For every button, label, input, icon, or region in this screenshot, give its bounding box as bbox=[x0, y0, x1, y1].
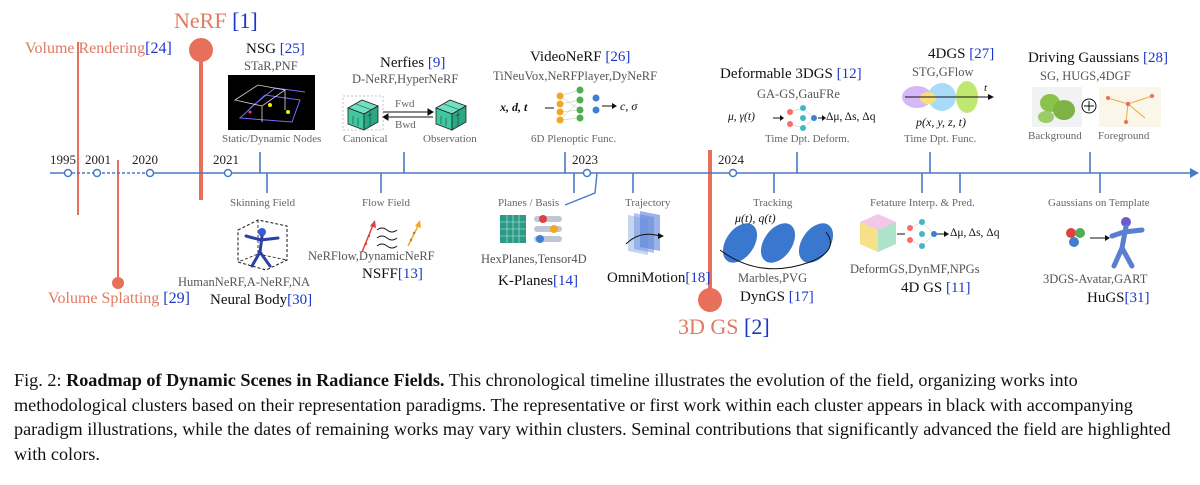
deformable-works: GA-GS,GauFRe bbox=[757, 87, 840, 101]
year-marker-2021 bbox=[223, 168, 233, 178]
nsff-works: NeRFlow,DynamicNeRF bbox=[308, 249, 435, 263]
plenoptic-input: x, d, t bbox=[500, 100, 528, 114]
deform-formula: μ, γ(t) bbox=[728, 111, 755, 123]
nerfies-box-left bbox=[342, 95, 384, 131]
caption-title: Roadmap of Dynamic Scenes in Radiance Fi… bbox=[66, 370, 445, 390]
year-label-2023: 2023 bbox=[572, 152, 598, 167]
canonical-cube bbox=[347, 99, 379, 131]
dgs4-formula: p(x, y, z, t) bbox=[916, 115, 966, 129]
bwd-label: Bwd bbox=[395, 119, 416, 131]
year-marker-1995 bbox=[63, 168, 73, 178]
nerf-label: NeRF [1] bbox=[174, 8, 258, 33]
nsff-title: NSFF[13] bbox=[362, 266, 423, 282]
gs3d-label: 3D GS [2] bbox=[678, 314, 770, 339]
year-marker-2024 bbox=[728, 168, 738, 178]
tracking-gaussians bbox=[719, 223, 834, 270]
neuralbody-title: Neural Body[30] bbox=[210, 292, 313, 308]
omnimotion-title: OmniMotion[18] bbox=[607, 270, 711, 286]
dgs4-works: STG,GFlow bbox=[912, 65, 974, 79]
videonerf-title: VideoNeRF [26] bbox=[530, 49, 631, 65]
observation-cube bbox=[435, 99, 467, 131]
timeline-arrowhead bbox=[1190, 168, 1199, 178]
volume-splatting-dot bbox=[112, 277, 124, 289]
feature-interp-illustration bbox=[860, 214, 949, 252]
flow-field-illustration bbox=[361, 220, 421, 253]
kplanes-title: K-Planes[14] bbox=[498, 273, 578, 289]
roadmap-figure: NeRF [1] Volume Rendering[24] Volume Spl… bbox=[25, 8, 1199, 339]
figure-caption: Fig. 2: Roadmap of Dynamic Scenes in Rad… bbox=[14, 368, 1189, 466]
nsg-works: STaR,PNF bbox=[244, 59, 298, 73]
tracking-label: Tracking bbox=[753, 197, 793, 209]
tracking-formula: μ(t), q(t) bbox=[735, 211, 776, 225]
foreground-label: Foreground bbox=[1098, 130, 1150, 142]
gaussians-template-label: Gaussians on Template bbox=[1048, 197, 1150, 209]
videonerf-works: TiNeuVox,NeRFPlayer,DyNeRF bbox=[493, 69, 658, 83]
videonerf-caption: 6D Plenoptic Func. bbox=[531, 133, 617, 145]
year-marker-2023 bbox=[582, 168, 592, 178]
background-blobs bbox=[1038, 94, 1075, 123]
deform-network bbox=[773, 105, 826, 131]
gs4d-works: DeformGS,DynMF,NPGs bbox=[850, 262, 980, 276]
volume-rendering-label: Volume Rendering[24] bbox=[25, 40, 172, 57]
volume-splatting-label: Volume Splatting [29] bbox=[48, 290, 190, 307]
gs4d-output: Δμ, Δs, Δq bbox=[950, 227, 1000, 239]
year-marker-2020 bbox=[145, 168, 155, 178]
deformable-caption: Time Dpt. Deform. bbox=[765, 133, 850, 145]
dgs4-title: 4DGS [27] bbox=[928, 46, 995, 62]
top-ticks bbox=[259, 152, 1101, 193]
gaussians-over-time bbox=[902, 81, 994, 113]
plenoptic-output: c, σ bbox=[620, 99, 638, 113]
planes-basis-label: Planes / Basis bbox=[498, 197, 560, 209]
nsg-illustration bbox=[228, 75, 315, 130]
dyngs-works: Marbles,PVG bbox=[738, 271, 808, 285]
background-label: Background bbox=[1028, 130, 1082, 142]
flow-field-label: Flow Field bbox=[362, 197, 410, 209]
nerfies-works: D-NeRF,HyperNeRF bbox=[352, 72, 459, 86]
deform-output: Δμ, Δs, Δq bbox=[826, 111, 876, 123]
hugs-works: 3DGS-Avatar,GART bbox=[1043, 272, 1148, 286]
planes-basis-connector bbox=[564, 172, 598, 206]
nsg-caption: Static/Dynamic Nodes bbox=[222, 133, 322, 145]
driving-title: Driving Gaussians [28] bbox=[1028, 50, 1168, 66]
skinning-field-label: Skinning Field bbox=[230, 197, 296, 209]
basis-sliders bbox=[534, 215, 562, 243]
driving-works: SG, HUGS,4DGF bbox=[1040, 69, 1131, 83]
timeline-graphics bbox=[50, 38, 1199, 312]
mlp-network bbox=[545, 86, 617, 124]
caption-label: Fig. 2: bbox=[14, 370, 62, 390]
nerf-dot bbox=[189, 38, 213, 62]
nsg-title: NSG [25] bbox=[246, 41, 305, 57]
year-label-2021: 2021 bbox=[213, 152, 239, 167]
neuralbody-works: HumanNeRF,A-NeRF,NA bbox=[178, 275, 311, 289]
gs4d-title: 4D GS [11] bbox=[901, 280, 971, 296]
planes-grid bbox=[500, 215, 526, 243]
dgs4-caption: Time Dpt. Func. bbox=[904, 133, 977, 145]
caption-text: This chronological timeline illustrates … bbox=[14, 370, 1171, 464]
fwd-bwd-arrows bbox=[382, 108, 434, 121]
feature-interp-label: Fetature Interp. & Pred. bbox=[870, 197, 975, 209]
gs3d-dot bbox=[698, 288, 722, 312]
time-axis-label: t bbox=[984, 82, 988, 94]
year-marker-2001 bbox=[92, 168, 102, 178]
year-label-1995: 1995 bbox=[50, 152, 76, 167]
trajectory-illustration bbox=[625, 211, 664, 255]
neural-body-illustration bbox=[237, 219, 288, 271]
kplanes-works: HexPlanes,Tensor4D bbox=[481, 252, 587, 266]
dyngs-title: DynGS [17] bbox=[740, 289, 814, 305]
deformable-title: Deformable 3DGS [12] bbox=[720, 66, 862, 82]
year-label-2020: 2020 bbox=[132, 152, 158, 167]
canonical-label: Canonical bbox=[343, 133, 388, 145]
nerfies-title: Nerfies [9] bbox=[380, 55, 446, 71]
foreground-image bbox=[1099, 87, 1161, 127]
year-label-2001: 2001 bbox=[85, 152, 111, 167]
year-label-2024: 2024 bbox=[718, 152, 744, 167]
hugs-title: HuGS[31] bbox=[1087, 290, 1150, 306]
trajectory-label: Trajectory bbox=[625, 197, 671, 209]
observation-label: Observation bbox=[423, 133, 477, 145]
fwd-label: Fwd bbox=[395, 98, 415, 110]
gaussians-template-illustration bbox=[1066, 217, 1145, 269]
